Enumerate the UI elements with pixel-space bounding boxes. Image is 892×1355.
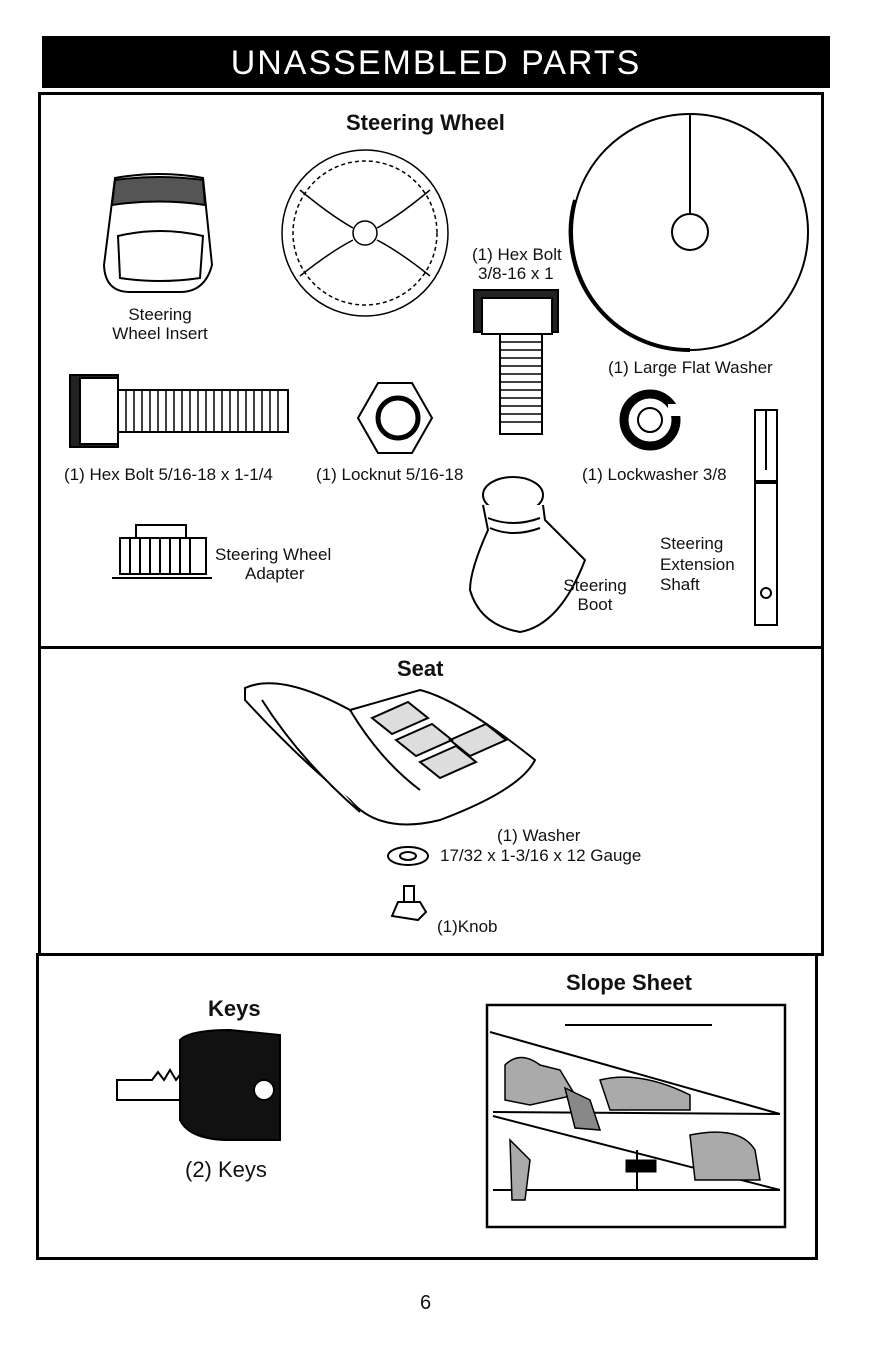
lockwasher-label: (1) Lockwasher 3/8 [582,465,727,484]
locknut-label: (1) Locknut 5/16-18 [316,465,464,484]
seat-heading: Seat [397,656,444,681]
steering-wheel-insert-label-line1: Steering [128,305,192,324]
steering-boot-icon [468,476,587,634]
steering-wheel-icon [281,149,449,317]
steering-wheel-heading: Steering Wheel [346,110,505,135]
slope-sheet-icon [485,1003,787,1229]
steering-wheel-insert-icon [102,173,214,293]
knob-label: (1)Knob [437,917,498,936]
keys-heading: Keys [208,996,261,1021]
washer-label-line2: 17/32 x 1-3/16 x 12 Gauge [440,846,642,865]
steering-shaft-label-line1: Steering [660,534,724,553]
steering-boot-label-line1: Steering [563,576,627,595]
steering-shaft-label-line3: Shaft [660,575,700,594]
steering-wheel-insert-label-line2: Wheel Insert [112,324,208,343]
steering-boot-label-line2: Boot [577,595,613,614]
washer-icon [387,846,429,866]
steering-extension-shaft-icon [754,409,778,626]
page-number: 6 [420,1292,432,1314]
steering-shaft-label-line2: Extension [660,555,735,574]
keys-label: (2) Keys [185,1157,267,1182]
slope-sheet-heading: Slope Sheet [566,970,692,995]
knob-icon [390,885,428,922]
large-flat-washer-label: (1) Large Flat Washer [608,358,773,377]
page-title: UNASSEMBLED PARTS [42,36,830,88]
steering-wheel-adapter-icon [112,524,212,579]
steering-wheel-adapter-label-line1: Steering Wheel [215,545,332,564]
keys-slope-panel [36,953,818,1260]
large-flat-washer-icon [568,113,809,353]
locknut-icon [356,382,434,454]
steering-wheel-adapter-label-line2: Adapter [245,564,305,583]
hex-bolt-small-label-line2: 3/8-16 x 1 [478,264,554,283]
washer-label-line1: (1) Washer [497,826,581,845]
seat-icon [244,682,537,826]
hex-bolt-icon [473,289,559,435]
hex-bolt-long-label: (1) Hex Bolt 5/16-18 x 1-1/4 [64,465,273,484]
lockwasher-icon [619,389,682,451]
hex-bolt-long-icon [69,374,289,448]
hex-bolt-small-label-line1: (1) Hex Bolt [472,245,562,264]
key-icon [116,1028,281,1141]
